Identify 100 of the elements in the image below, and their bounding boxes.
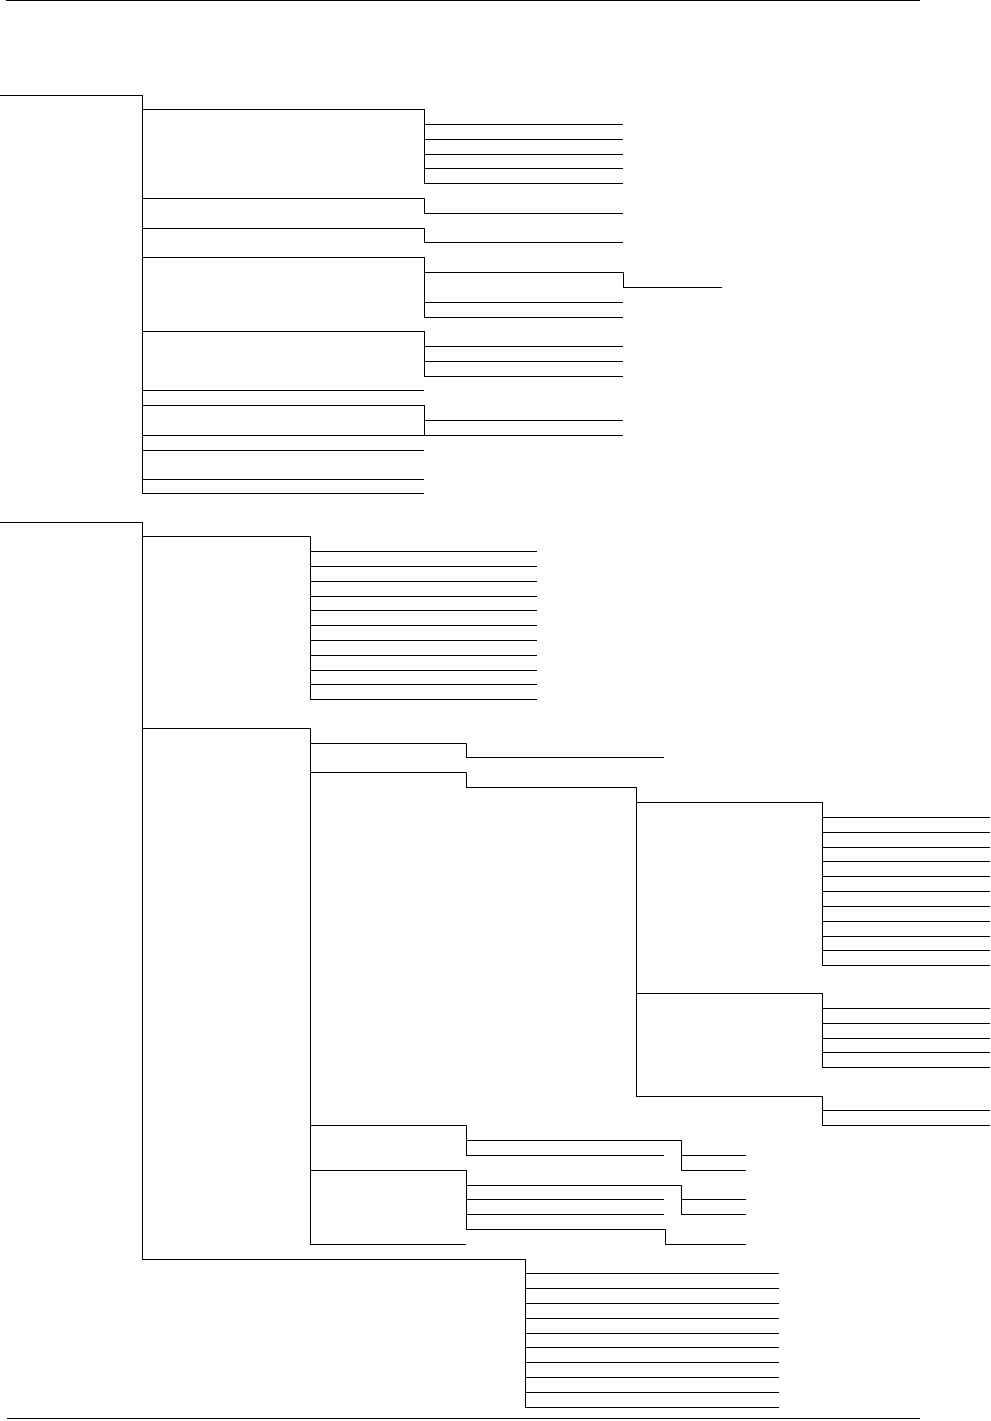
- branch-line: [525, 1377, 779, 1378]
- branch-line: [466, 1214, 664, 1215]
- branch-line: [424, 346, 623, 347]
- branch-line: [822, 936, 990, 937]
- branch-line: [525, 1362, 779, 1363]
- branch-line: [424, 420, 623, 421]
- connector-line: [423, 198, 425, 214]
- branch-line: [0, 522, 142, 523]
- branch-line: [310, 655, 537, 656]
- branch-line: [822, 1038, 990, 1039]
- branch-line: [525, 1347, 779, 1348]
- branch-line: [424, 139, 623, 140]
- branch-line: [681, 1155, 746, 1156]
- branch-line: [681, 1199, 746, 1200]
- branch-line: [310, 596, 537, 597]
- branch-line: [636, 802, 820, 803]
- branch-line: [424, 272, 623, 273]
- branch-line: [466, 1199, 664, 1200]
- branch-line: [466, 1140, 681, 1141]
- branch-line: [466, 757, 664, 758]
- branch-line: [822, 921, 990, 922]
- connector-line: [680, 1140, 682, 1171]
- branch-line: [525, 1288, 779, 1289]
- connector-line: [465, 1170, 467, 1230]
- branch-line: [424, 376, 623, 377]
- connector-line: [678, 1185, 682, 1215]
- branch-line: [822, 847, 990, 848]
- connector-line: [465, 743, 467, 758]
- connector-line: [141, 522, 143, 1260]
- connector-line: [423, 228, 425, 243]
- branch-line: [142, 536, 310, 537]
- branch-line: [142, 198, 424, 199]
- branch-line: [822, 817, 990, 818]
- connector-line: [465, 772, 467, 788]
- branch-line: [142, 331, 424, 332]
- branch-line: [424, 183, 623, 184]
- branch-line: [424, 302, 623, 303]
- connector-line: [423, 405, 425, 436]
- branch-line: [623, 287, 722, 288]
- connector-line: [423, 331, 425, 377]
- branch-line: [466, 787, 636, 788]
- branch-line: [822, 876, 990, 877]
- connector-line: [423, 257, 425, 318]
- branch-line: [525, 1407, 779, 1408]
- branch-line: [424, 361, 623, 362]
- connector-line: [635, 787, 637, 1097]
- branch-line: [424, 317, 623, 318]
- branch-line: [466, 1229, 664, 1230]
- branch-line: [822, 1052, 990, 1053]
- branch-line: [822, 906, 990, 907]
- branch-line: [142, 109, 424, 110]
- branch-line: [822, 1008, 990, 1009]
- branch-line: [822, 950, 990, 951]
- branch-line: [142, 1259, 525, 1260]
- branch-line: [310, 684, 537, 685]
- branch-line: [310, 1170, 466, 1171]
- branch-line: [142, 493, 424, 494]
- branch-line: [424, 124, 623, 125]
- branch-line: [424, 154, 623, 155]
- branch-line: [525, 1333, 779, 1334]
- branch-line: [142, 257, 424, 258]
- branch-line: [466, 1155, 664, 1156]
- branch-line: [310, 640, 537, 641]
- branch-line: [142, 728, 310, 729]
- branch-line: [822, 1110, 990, 1111]
- connector-line: [819, 1096, 823, 1126]
- branch-line: [466, 1185, 679, 1186]
- branch-line: [142, 405, 424, 406]
- branch-line: [822, 965, 990, 966]
- connector-line: [622, 272, 624, 288]
- branch-line: [310, 610, 537, 611]
- branch-line: [310, 1125, 466, 1126]
- branch-line: [525, 1303, 779, 1304]
- branch-line: [142, 390, 424, 391]
- connector-line: [663, 1229, 666, 1245]
- branch-line: [142, 435, 424, 436]
- branch-line: [636, 1096, 820, 1097]
- branch-line: [142, 479, 424, 480]
- branch-line: [310, 699, 537, 700]
- connector-line: [465, 1125, 467, 1156]
- branch-line: [822, 891, 990, 892]
- branch-line: [681, 1170, 746, 1171]
- branch-line: [142, 228, 424, 229]
- branch-line: [424, 168, 623, 169]
- branch-line: [310, 1244, 466, 1245]
- branch-line: [525, 1273, 779, 1274]
- branch-line: [310, 625, 537, 626]
- branch-line: [424, 242, 623, 243]
- branch-line: [142, 450, 424, 451]
- branch-line: [681, 1214, 746, 1215]
- branch-line: [424, 435, 623, 436]
- branch-line: [310, 581, 537, 582]
- branch-line: [310, 670, 537, 671]
- branch-line: [822, 1023, 990, 1024]
- branch-line: [424, 213, 623, 214]
- branch-line: [310, 566, 537, 567]
- branch-line: [822, 1067, 990, 1068]
- branch-line: [310, 743, 466, 744]
- branch-line: [310, 551, 537, 552]
- branch-line: [525, 1392, 779, 1393]
